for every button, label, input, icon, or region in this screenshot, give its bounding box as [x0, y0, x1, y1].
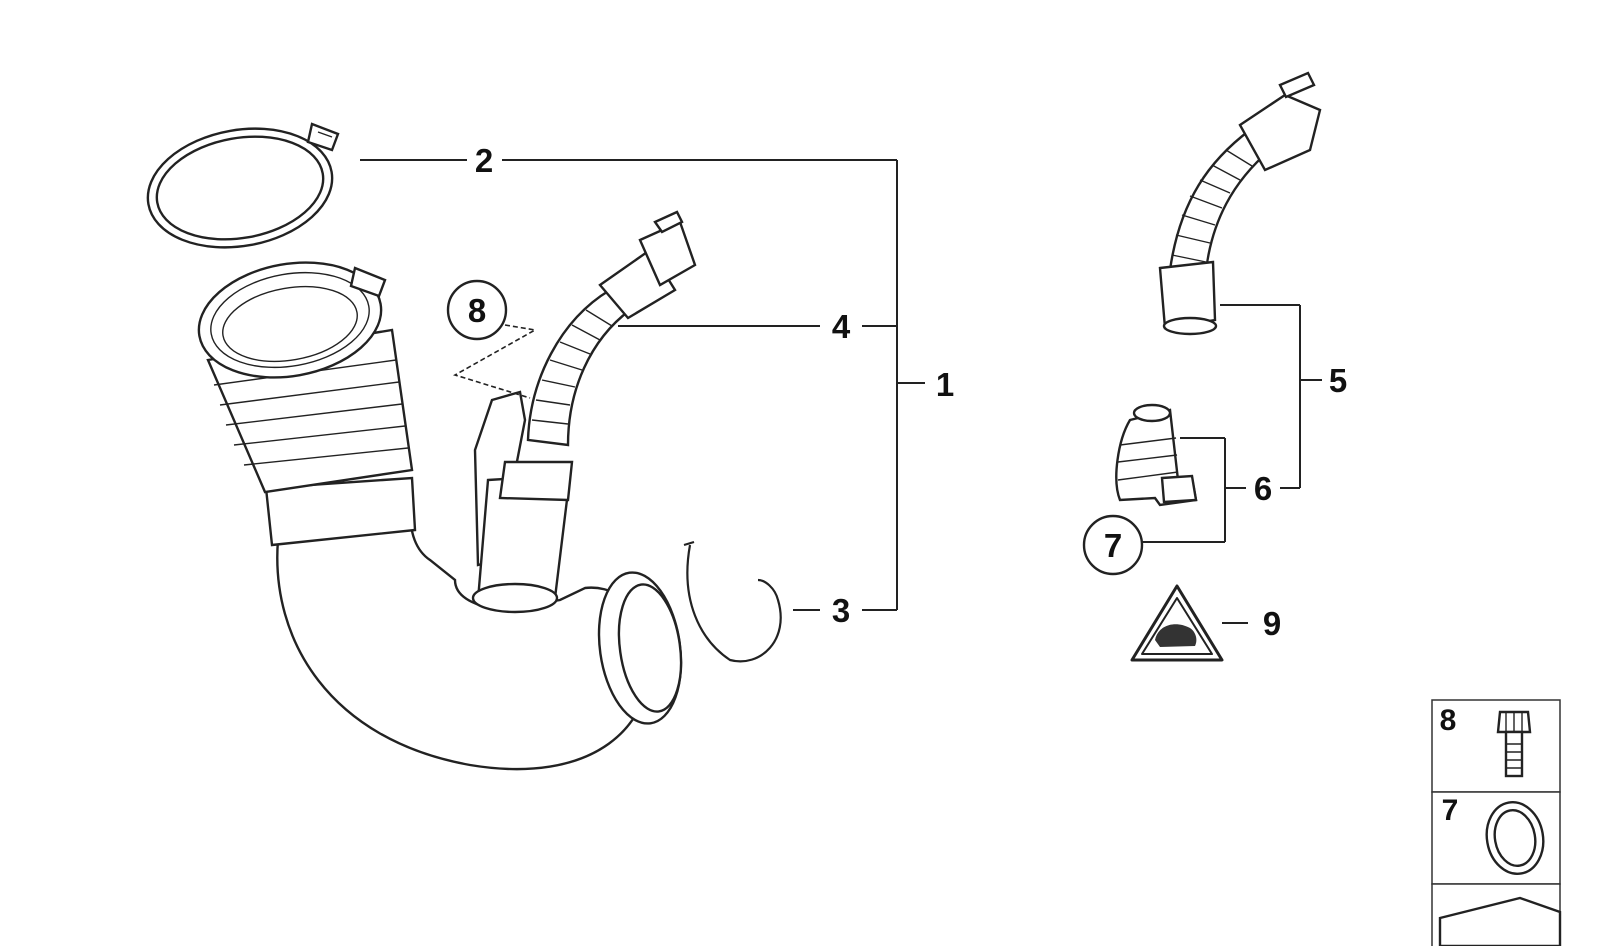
callout-labels: 2 4 1 3 5 6 9 8 7 — [446, 142, 1347, 642]
callout-9: 9 — [1263, 605, 1281, 642]
callout-7-circle: 7 — [1082, 514, 1144, 576]
callout-3: 3 — [832, 592, 850, 629]
callout-4: 4 — [832, 308, 851, 345]
callout-1: 1 — [936, 366, 954, 403]
wire-retaining-clip — [683, 540, 782, 663]
parts-legend: 8 7 — [1431, 699, 1562, 946]
vent-hose-right — [1158, 71, 1322, 336]
bolt-icon — [1496, 710, 1532, 778]
callout-8: 8 — [468, 292, 486, 329]
main-intake-hose — [197, 261, 683, 771]
leader-lines — [360, 159, 1322, 624]
callout-7: 7 — [1104, 527, 1122, 564]
callout-5: 5 — [1329, 362, 1347, 399]
corrugated-vent-tube — [526, 210, 697, 447]
shim-icon — [1438, 896, 1562, 946]
hose-clamp-ring — [146, 122, 340, 249]
callout-8-circle: 8 — [446, 279, 508, 341]
grommet-adapter — [1115, 403, 1198, 507]
legend-label-8: 8 — [1440, 704, 1457, 737]
legend-label-7: 7 — [1442, 794, 1459, 827]
callout-2: 2 — [475, 142, 493, 179]
callout-6: 6 — [1254, 470, 1272, 507]
warning-triangle-animal-icon — [1130, 584, 1224, 662]
o-ring-icon — [1485, 801, 1545, 875]
